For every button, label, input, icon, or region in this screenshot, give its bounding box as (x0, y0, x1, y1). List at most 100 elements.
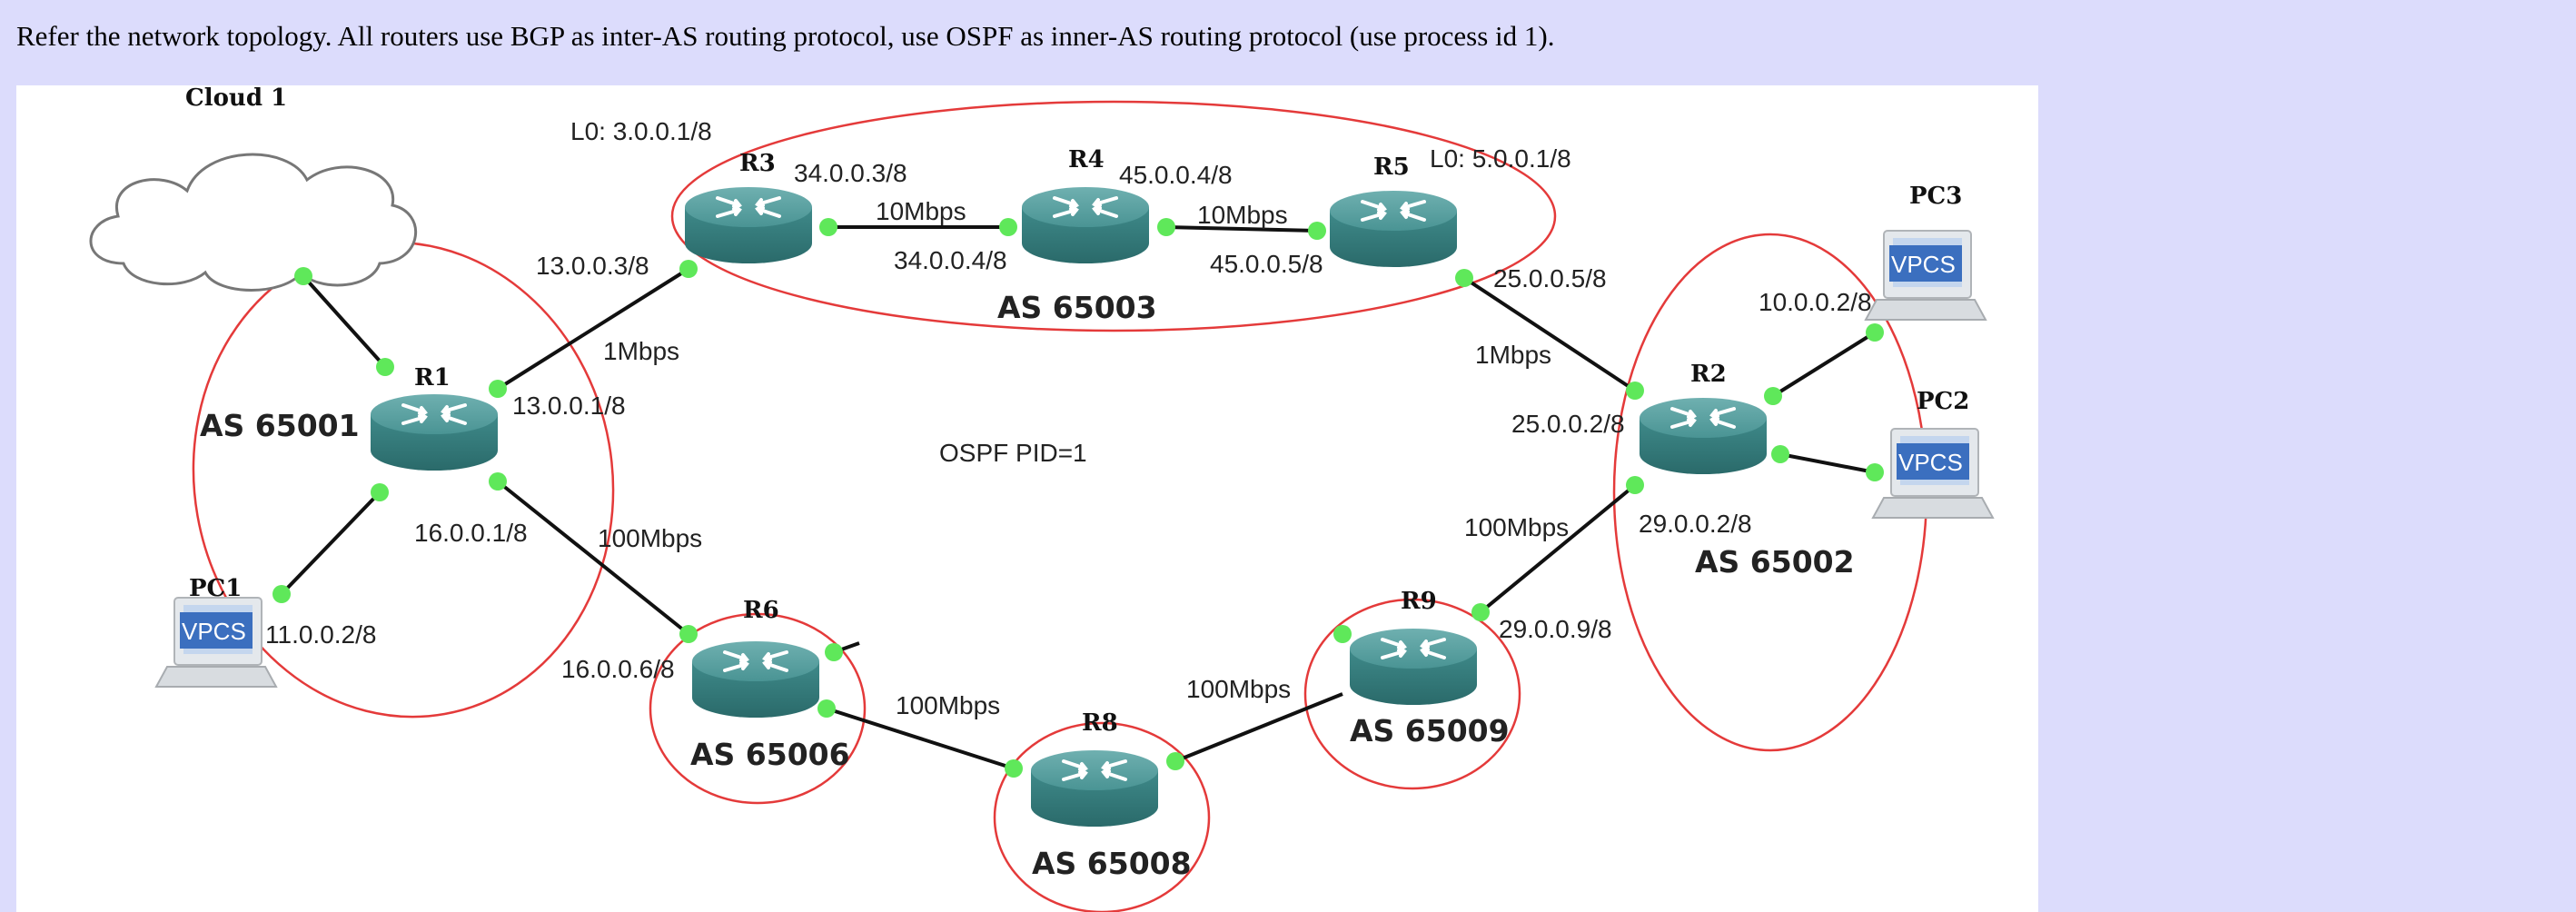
r6-r1-address: 16.0.0.6/8 (561, 655, 675, 683)
router-icon (369, 392, 500, 472)
r2-r9-address: 29.0.0.2/8 (1639, 510, 1752, 538)
port-dot (825, 643, 843, 661)
r9-label: R9 (1401, 588, 1437, 615)
interface-ports (272, 218, 1884, 778)
cloud-icon (89, 153, 417, 292)
cloud-label: Cloud 1 (185, 85, 287, 112)
link-r9-r2 (1479, 483, 1637, 614)
port-dot (1866, 323, 1884, 342)
r6-r8-bandwidth: 100Mbps (896, 691, 1000, 719)
r6-label: R6 (743, 597, 779, 624)
router-r8[interactable]: R8 (1029, 709, 1160, 828)
pc1-address: 11.0.0.2/8 (265, 620, 376, 649)
as65003-label: AS 65003 (997, 290, 1157, 325)
link-r1-pc1 (280, 491, 381, 596)
topology-svg: Cloud 1 R1 R3 R4 R5 R2 R6 R8 R9 VPCS PC1 (89, 85, 1994, 912)
router-icon (1348, 627, 1479, 707)
r3-r4-address: 34.0.0.3/8 (794, 159, 907, 187)
port-dot (819, 218, 837, 236)
r9-r2-bandwidth: 100Mbps (1464, 513, 1569, 541)
port-dot (1333, 625, 1352, 643)
port-dot (1166, 752, 1184, 770)
pc1-device[interactable]: VPCS PC1 (155, 575, 277, 688)
vpcs-label: VPCS (1891, 251, 1956, 278)
pc3-label: PC3 (1909, 183, 1962, 210)
r5-r2-bandwidth: 1Mbps (1475, 341, 1551, 369)
port-dot (999, 218, 1017, 236)
port-dot (1626, 382, 1644, 400)
router-r4[interactable]: R4 (1020, 146, 1151, 265)
as65009-label: AS 65009 (1350, 713, 1510, 748)
r5-r4-address: 45.0.0.5/8 (1210, 250, 1323, 278)
pc3-device[interactable]: VPCS PC3 (1865, 183, 1986, 321)
port-dot (1005, 759, 1023, 778)
r3-r4-bandwidth: 10Mbps (876, 197, 966, 225)
port-dot (679, 625, 698, 643)
as65008-label: AS 65008 (1032, 846, 1192, 881)
as65006-label: AS 65006 (690, 737, 850, 772)
topology-diagram: Cloud 1 R1 R3 R4 R5 R2 R6 R8 R9 VPCS PC1 (16, 85, 2038, 912)
router-icon (1020, 185, 1151, 265)
port-dot (376, 358, 394, 376)
as65002-label: AS 65002 (1695, 544, 1855, 580)
vpcs-label: VPCS (182, 618, 246, 645)
r4-label: R4 (1068, 146, 1105, 173)
r5-r2-address: 25.0.0.5/8 (1493, 264, 1607, 292)
router-icon (1328, 189, 1459, 269)
port-dot (1626, 476, 1644, 494)
r1-r3-address: 13.0.0.1/8 (512, 392, 626, 420)
r3-r1-address: 13.0.0.3/8 (536, 252, 649, 280)
port-dot (1771, 445, 1789, 463)
router-r6[interactable]: R6 (690, 597, 821, 719)
r1-label: R1 (414, 364, 451, 392)
port-dot (489, 472, 507, 491)
router-icon (1638, 396, 1769, 476)
links (280, 225, 1877, 770)
r8-r9-bandwidth: 100Mbps (1186, 675, 1291, 703)
port-dot (1308, 222, 1326, 240)
router-r1[interactable]: R1 (369, 364, 500, 472)
router-r2[interactable]: R2 (1638, 361, 1769, 476)
port-dot (272, 585, 291, 603)
as65008-ring (993, 721, 1211, 912)
r9-r2-address: 29.0.0.9/8 (1499, 615, 1612, 643)
pc1-label: PC1 (189, 575, 242, 602)
link-cloud-r1 (302, 274, 387, 369)
cloud-device[interactable]: Cloud 1 (89, 85, 417, 292)
r4-r5-address: 45.0.0.4/8 (1119, 161, 1233, 189)
r2-pc3-address: 10.0.0.2/8 (1759, 288, 1872, 316)
port-dot (1866, 463, 1884, 481)
router-r5[interactable]: R5 (1328, 154, 1459, 269)
router-r3[interactable]: R3 (683, 150, 814, 265)
link-r2-pc3 (1771, 331, 1877, 398)
r2-label: R2 (1690, 361, 1727, 388)
as65006-ring (649, 612, 867, 805)
r3-loopback-label: L0: 3.0.0.1/8 (570, 117, 712, 145)
vpcs-label: VPCS (1898, 449, 1963, 476)
link-r1-r6 (496, 480, 690, 636)
as65009-ring (1303, 598, 1521, 790)
link-r4-r5 (1165, 225, 1318, 233)
r5-label: R5 (1373, 154, 1410, 181)
r2-r5-address: 25.0.0.2/8 (1511, 410, 1625, 438)
as65003-ring (670, 100, 1557, 332)
r1-r6-address: 16.0.0.1/8 (414, 519, 528, 547)
pc2-label: PC2 (1917, 388, 1969, 415)
port-dot (817, 699, 836, 718)
r3-label: R3 (739, 150, 776, 177)
port-dot (371, 483, 389, 501)
router-icon (1029, 748, 1160, 828)
r8-label: R8 (1082, 709, 1118, 737)
r4-r3-address: 34.0.0.4/8 (894, 246, 1007, 274)
link-r8-r9 (1174, 692, 1343, 763)
router-r9[interactable]: R9 (1348, 588, 1479, 707)
port-dot (679, 260, 698, 278)
link-r2-pc2 (1779, 452, 1876, 474)
r5-loopback-label: L0: 5.0.0.1/8 (1430, 144, 1571, 173)
as65001-label: AS 65001 (200, 408, 360, 443)
r1-r6-bandwidth: 100Mbps (598, 524, 702, 552)
router-icon (690, 639, 821, 719)
port-dot (294, 267, 312, 285)
port-dot (489, 380, 507, 398)
pc2-device[interactable]: VPCS PC2 (1872, 388, 1994, 519)
